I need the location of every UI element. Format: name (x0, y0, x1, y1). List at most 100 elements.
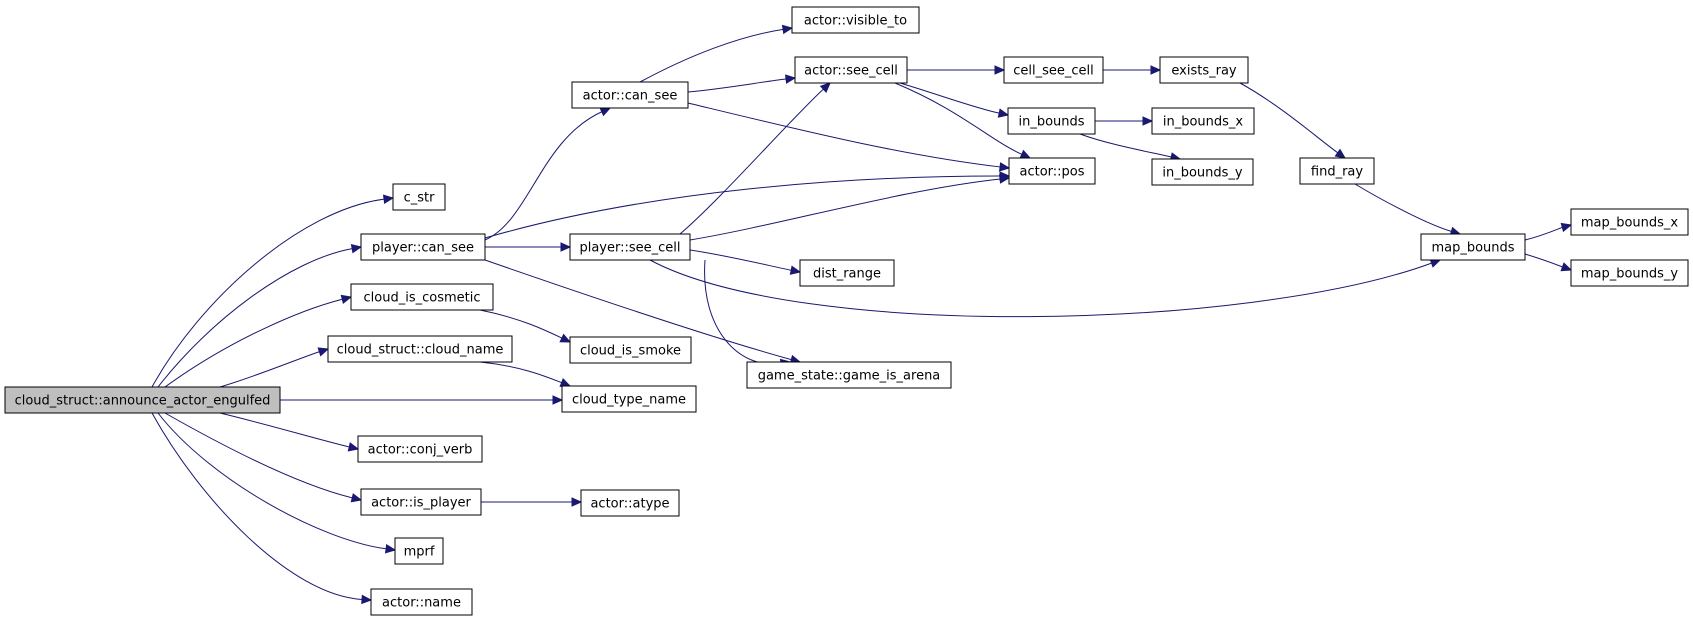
node-dist-range[interactable]: dist_range (799, 259, 895, 287)
node-cloud-type-name[interactable]: cloud_type_name (561, 385, 697, 413)
node-actor-can-see[interactable]: actor::can_see (571, 81, 689, 109)
node-box (1007, 107, 1096, 135)
node-box (1151, 107, 1255, 135)
node-box (1570, 259, 1689, 287)
arrowhead-icon (1560, 262, 1573, 272)
node-map-bounds[interactable]: map_bounds (1420, 233, 1526, 261)
node-box (350, 283, 494, 311)
edge-line (689, 178, 1001, 241)
edge-actor_see_cell-to-in_bounds (899, 82, 1010, 118)
node-visible-to[interactable]: actor::visible_to (791, 6, 920, 34)
node-box (357, 435, 483, 463)
node-atype[interactable]: actor::atype (580, 489, 680, 517)
node-c-str[interactable]: c_str (392, 183, 446, 211)
edge-line (1524, 226, 1563, 241)
node-root[interactable]: cloud_struct::announce_actor_engulfed (4, 386, 281, 414)
edge-line (151, 412, 363, 600)
node-label: cloud_type_name (572, 393, 686, 408)
edge-line (157, 412, 387, 550)
arrowhead-icon (340, 294, 353, 304)
node-map-bounds-y[interactable]: map_bounds_y (1570, 259, 1689, 287)
node-label: actor::pos (1019, 165, 1084, 180)
arrowhead-icon (552, 395, 564, 405)
node-exists-ray[interactable]: exists_ray (1159, 56, 1249, 84)
edge-cloud_name-to-cloud_type_name (479, 361, 572, 387)
edge-line (639, 28, 784, 83)
node-label: dist_range (813, 267, 881, 282)
edge-line (1239, 82, 1338, 154)
edge-actor_can_see-to-actor_see_cell (687, 74, 797, 93)
edge-line (484, 111, 603, 241)
edge-line (704, 259, 782, 365)
node-label: in_bounds_y (1162, 166, 1243, 181)
node-actor-name[interactable]: actor::name (370, 588, 473, 616)
arrowhead-icon (559, 333, 572, 343)
edge-actor_see_cell-to-cell_see_cell (907, 65, 1006, 75)
node-player-can-see[interactable]: player::can_see (360, 233, 486, 261)
node-box (1003, 56, 1104, 84)
edge-line (689, 249, 792, 271)
node-cloud-is-smoke[interactable]: cloud_is_smoke (569, 336, 692, 364)
node-label: cloud_struct::announce_actor_engulfed (15, 394, 271, 409)
node-label: actor::can_see (583, 89, 678, 104)
arrowhead-icon (1560, 222, 1573, 233)
arrowhead-icon (785, 74, 797, 84)
arrowhead-icon (347, 442, 360, 452)
node-label: actor::visible_to (804, 14, 907, 29)
node-box (569, 233, 691, 261)
node-cloud-is-cosmetic[interactable]: cloud_is_cosmetic (350, 283, 494, 311)
edge-line (219, 351, 320, 388)
node-actor-pos[interactable]: actor::pos (1008, 157, 1096, 185)
node-box (1570, 208, 1689, 236)
node-box (1299, 157, 1375, 185)
node-in-bounds[interactable]: in_bounds (1007, 107, 1096, 135)
node-actor-see-cell[interactable]: actor::see_cell (794, 56, 908, 84)
arrowhead-icon (560, 242, 572, 252)
edge-root-to-cloud_type_name (280, 395, 564, 405)
node-box (794, 56, 908, 84)
node-label: cloud_is_smoke (580, 344, 681, 359)
node-box (1420, 233, 1526, 261)
node-box (791, 6, 920, 34)
edge-player_can_see-to-actor_pos (484, 171, 1011, 239)
node-conj-verb[interactable]: actor::conj_verb (357, 435, 483, 463)
edge-map_bounds-to-map_bounds_y (1524, 253, 1573, 272)
edge-line (484, 175, 1001, 239)
node-cell-see-cell[interactable]: cell_see_cell (1003, 56, 1104, 84)
edge-line (894, 82, 1022, 155)
node-find-ray[interactable]: find_ray (1299, 157, 1375, 185)
edge-root-to-is_player (164, 412, 363, 503)
edge-line (484, 259, 792, 361)
arrowhead-icon (317, 347, 330, 357)
arrowhead-icon (1019, 149, 1032, 159)
node-player-see-cell[interactable]: player::see_cell (569, 233, 691, 261)
edge-in_bounds-to-in_bounds_x (1094, 116, 1154, 126)
edge-line (157, 248, 353, 388)
edge-root-to-cloud_is_cosmetic (164, 294, 353, 388)
node-mprf[interactable]: mprf (394, 537, 444, 565)
edge-line (479, 361, 562, 384)
node-label: in_bounds_x (1163, 115, 1244, 130)
node-box (1008, 157, 1096, 185)
node-cloud-name[interactable]: cloud_struct::cloud_name (327, 335, 513, 363)
node-in-bounds-y[interactable]: in_bounds_y (1151, 158, 1254, 186)
edge-player_see_cell-to-actor_pos (689, 174, 1011, 241)
node-is-player[interactable]: actor::is_player (360, 488, 482, 516)
node-map-bounds-x[interactable]: map_bounds_x (1570, 208, 1689, 236)
node-label: actor::is_player (371, 496, 471, 511)
node-label: player::can_see (372, 241, 474, 256)
arrowhead-icon (994, 65, 1006, 75)
edge-player_see_cell-to-game_is_arena (704, 259, 792, 369)
edge-player_can_see-to-player_see_cell (485, 242, 572, 252)
edge-root-to-conj_verb (219, 412, 360, 452)
edge-player_see_cell-to-map_bounds (649, 258, 1442, 318)
edge-player_see_cell-to-actor_see_cell (679, 82, 831, 235)
arrowhead-icon (1150, 65, 1162, 75)
node-label: game_state::game_is_arena (758, 369, 941, 384)
arrowhead-icon (1334, 148, 1346, 159)
edge-line (164, 298, 343, 388)
node-game-is-arena[interactable]: game_state::game_is_arena (746, 361, 952, 389)
node-label: actor::conj_verb (368, 443, 473, 458)
node-in-bounds-x[interactable]: in_bounds_x (1151, 107, 1255, 135)
